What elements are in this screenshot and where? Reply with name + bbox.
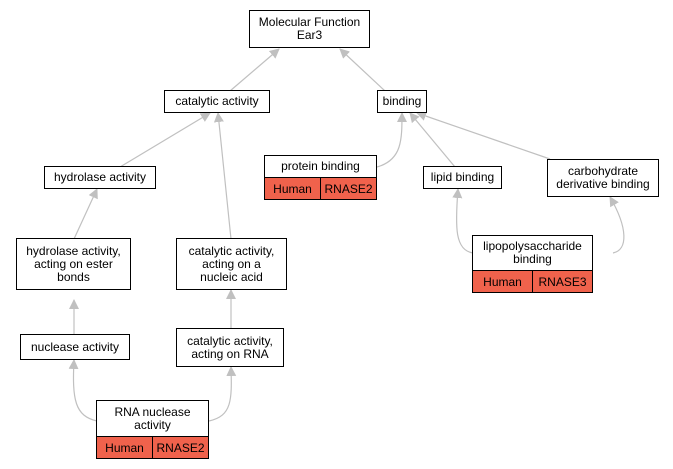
node-label: protein binding [281, 159, 360, 173]
node-label-line: derivative binding [556, 177, 650, 191]
node-nuclease-activity[interactable]: nuclease activity [20, 334, 130, 360]
edge-carb-binding-to-binding [416, 111, 551, 160]
node-label-line: catalytic activity, [188, 243, 275, 258]
species-cell: Human [105, 440, 144, 455]
species-cell: Human [483, 274, 522, 289]
node-lipid-binding[interactable]: lipid binding [423, 166, 502, 189]
node-label-line: lipopolysaccharide [483, 239, 582, 253]
edge-lps-to-lipid [452, 188, 474, 254]
node-label-line: hydrolase activity, [26, 243, 121, 258]
node-label-line: acting on ester [34, 256, 113, 271]
annotation-row: Human RNASE2 [97, 436, 208, 458]
node-label-line: RNA nuclease [114, 404, 191, 419]
node-label: binding [382, 94, 422, 108]
edge-cat-nucleic-to-catalytic [213, 112, 232, 240]
node-label: lipid binding [430, 170, 495, 184]
node-label-line: acting on RNA [191, 346, 269, 361]
node-label-line: acting on a [202, 256, 261, 271]
node-binding[interactable]: binding [377, 90, 427, 113]
node-catalytic-activity[interactable]: catalytic activity [164, 90, 270, 113]
node-label-line: nucleic acid [200, 269, 263, 284]
species-cell: Human [273, 181, 312, 196]
node-label: catalytic activity [175, 94, 259, 108]
node-label-line: Ear3 [296, 28, 323, 42]
gene-cell: RNASE2 [152, 437, 208, 458]
node-label-line: bonds [57, 269, 90, 284]
node-label-line: catalytic activity, [187, 333, 273, 348]
node-label-line: Molecular Function [258, 15, 361, 29]
node-catalytic-rna[interactable]: catalytic activity,acting on RNA [176, 328, 284, 367]
node-label: hydrolase activity [53, 170, 147, 184]
node-hydrolase-activity[interactable]: hydrolase activity [44, 166, 156, 189]
edge-rna-nuclease-to-cat-rna [208, 366, 237, 422]
edge-rna-nuclease-to-nuclease [68, 359, 98, 422]
node-label-line: binding [513, 252, 552, 266]
node-label-line: activity [134, 417, 171, 432]
annotation-row: Human RNASE3 [473, 270, 592, 292]
edge-protein-binding-to-binding [376, 112, 407, 168]
edge-lps-to-carb [609, 196, 625, 254]
gene-cell: RNASE3 [532, 271, 592, 292]
edge-catalytic-to-root [229, 48, 280, 92]
node-label: nuclease activity [30, 339, 120, 354]
edge-lipid-binding-to-binding [409, 112, 456, 168]
edge-binding-to-root [339, 48, 386, 92]
edge-hydrolase-to-catalytic [119, 112, 211, 168]
gene-cell: RNASE2 [320, 178, 376, 199]
annotation-row: Human RNASE2 [265, 177, 376, 199]
node-protein-binding[interactable]: protein binding Human RNASE2 [264, 155, 377, 200]
edge-hydrolase-ester-to-hydrolase [73, 188, 98, 240]
node-label-line: carbohydrate [567, 164, 639, 178]
